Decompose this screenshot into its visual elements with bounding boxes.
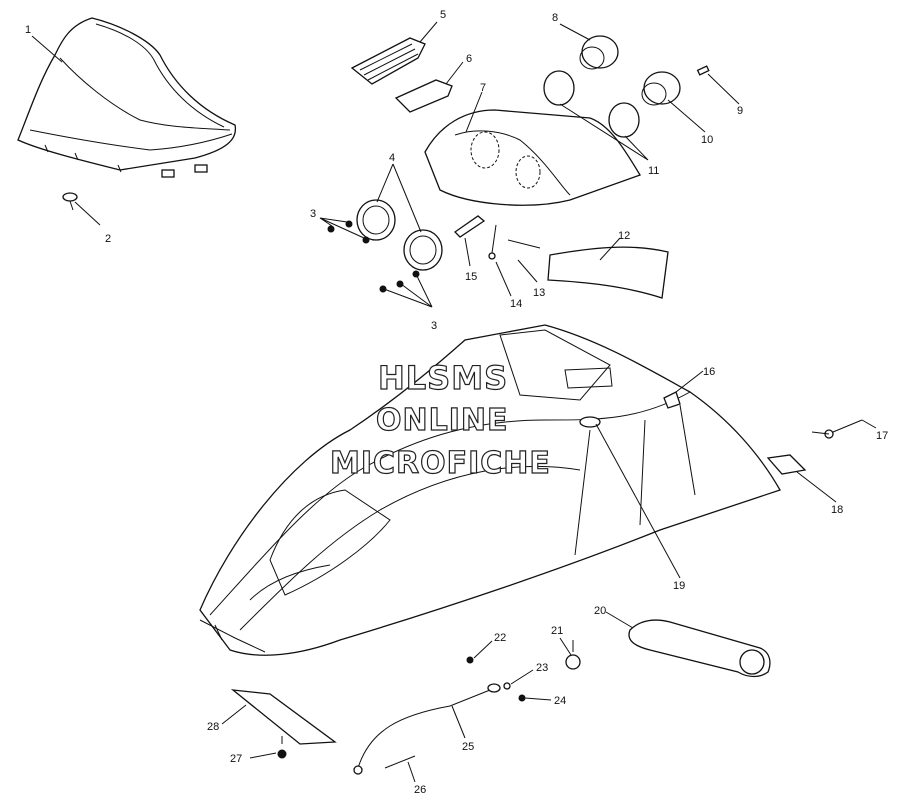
part-cable-25 bbox=[353, 683, 501, 775]
callout-4: 4 bbox=[389, 152, 395, 164]
callout-18: 18 bbox=[831, 504, 843, 516]
part-clip-26 bbox=[384, 755, 416, 769]
part-gauge-8 bbox=[579, 35, 619, 70]
callout-27: 27 bbox=[230, 753, 242, 765]
part-vent-grille bbox=[350, 37, 426, 85]
callout-12: 12 bbox=[618, 230, 630, 242]
callout-3a: 3 bbox=[310, 208, 316, 220]
part-trim-strip bbox=[547, 246, 669, 299]
callout-labels: 1 2 3 3 4 5 6 7 8 9 10 11 12 13 14 15 16… bbox=[25, 9, 888, 796]
watermark: HLSMS ONLINE MICROFICHE bbox=[329, 358, 551, 481]
part-hood bbox=[199, 324, 781, 656]
part-lens-11 bbox=[543, 70, 640, 138]
part-latch-16 bbox=[663, 391, 681, 409]
callout-22: 22 bbox=[494, 632, 506, 644]
part-gauge-10 bbox=[641, 71, 681, 106]
part-screw-27 bbox=[277, 736, 287, 759]
callout-19: 19 bbox=[673, 580, 685, 592]
part-bracket-18 bbox=[766, 454, 807, 475]
part-rivet bbox=[62, 192, 78, 211]
callout-23: 23 bbox=[536, 662, 548, 674]
part-cable-17 bbox=[824, 419, 863, 439]
callout-2: 2 bbox=[105, 233, 111, 245]
callout-26: 26 bbox=[414, 784, 426, 796]
part-windshield bbox=[17, 17, 237, 178]
callout-7: 7 bbox=[480, 82, 486, 94]
callout-14: 14 bbox=[510, 298, 522, 310]
part-tray bbox=[628, 619, 771, 678]
watermark-line-2: ONLINE bbox=[376, 403, 509, 438]
callout-15: 15 bbox=[465, 271, 477, 283]
callout-1: 1 bbox=[25, 24, 31, 36]
part-clip-22 bbox=[466, 656, 474, 664]
part-plate-28 bbox=[230, 689, 337, 745]
part-pad bbox=[394, 79, 453, 113]
callout-13: 13 bbox=[533, 287, 545, 299]
callout-5: 5 bbox=[440, 9, 446, 21]
watermark-line-1: HLSMS bbox=[378, 359, 508, 397]
callout-3b: 3 bbox=[431, 320, 437, 332]
part-headlight-rings bbox=[356, 199, 443, 271]
callout-17: 17 bbox=[876, 430, 888, 442]
callout-24: 24 bbox=[554, 695, 566, 707]
callout-21: 21 bbox=[551, 625, 563, 637]
part-nut-24 bbox=[518, 694, 526, 702]
callout-10: 10 bbox=[701, 134, 713, 146]
part-bolts bbox=[453, 215, 541, 260]
callout-9: 9 bbox=[737, 105, 743, 117]
leader-lines bbox=[31, 21, 877, 783]
part-pin-9 bbox=[696, 65, 710, 76]
part-console-housing bbox=[424, 109, 641, 206]
part-washer-23 bbox=[503, 682, 511, 690]
callout-11: 11 bbox=[648, 165, 659, 177]
part-screws bbox=[327, 220, 420, 293]
part-latch-19 bbox=[579, 416, 601, 428]
callout-28: 28 bbox=[207, 721, 219, 733]
callout-6: 6 bbox=[466, 53, 472, 65]
part-knob-21 bbox=[565, 640, 581, 670]
callout-25: 25 bbox=[462, 741, 474, 753]
callout-16: 16 bbox=[703, 366, 715, 378]
callout-20: 20 bbox=[594, 605, 606, 617]
watermark-line-3: MICROFICHE bbox=[330, 446, 551, 481]
callout-8: 8 bbox=[552, 12, 558, 24]
